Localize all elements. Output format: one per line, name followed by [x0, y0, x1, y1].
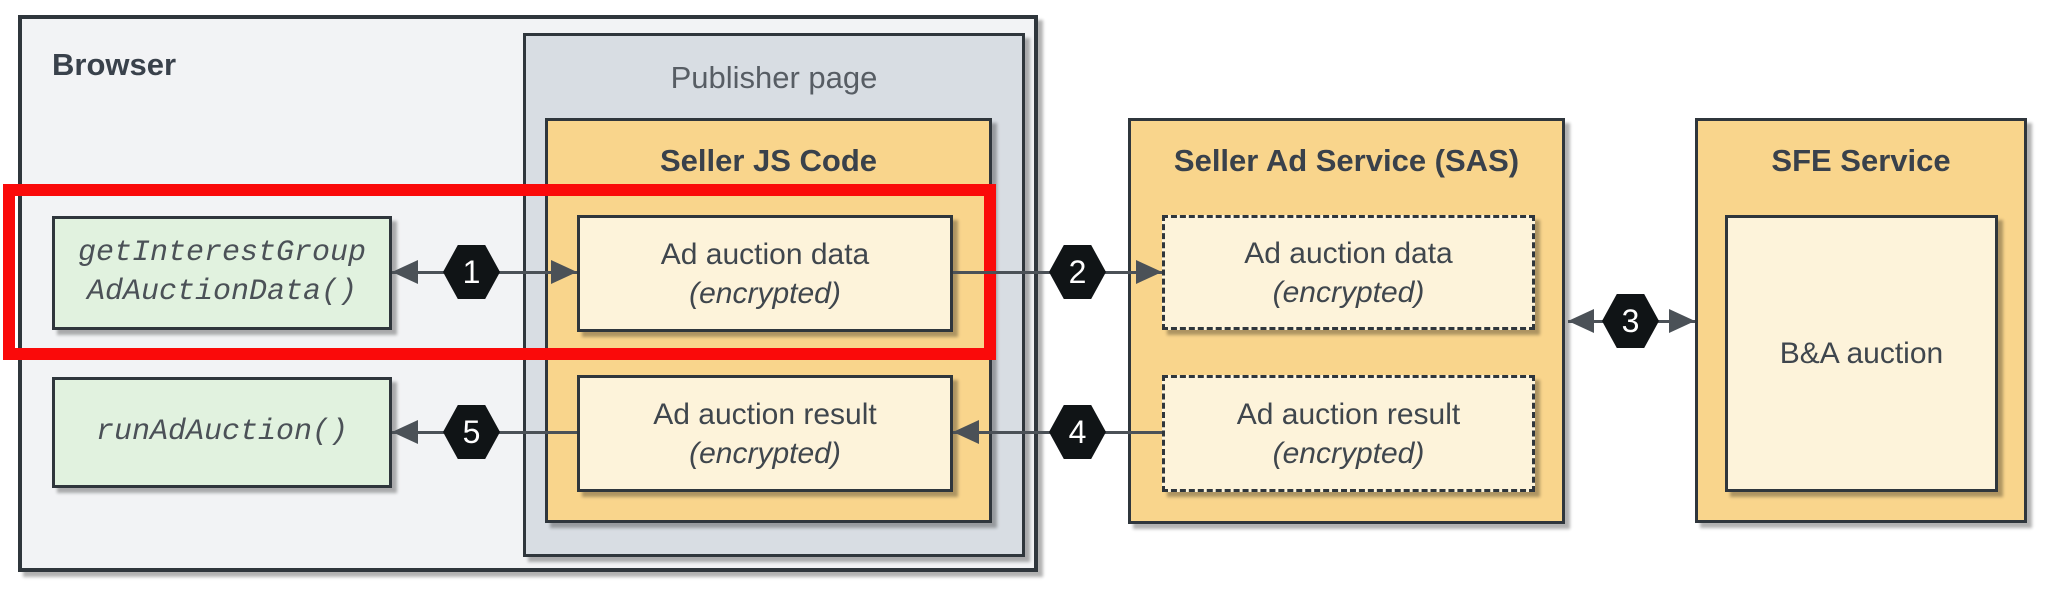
ad-auction-data-label: Ad auction data — [660, 237, 870, 271]
encrypted-label: (encrypted) — [1272, 436, 1425, 470]
seller-js-ad-auction-data-box: Ad auction data (encrypted) — [577, 215, 953, 332]
arrow-3-right-arrowhead-icon — [1669, 309, 1695, 333]
arrow-2-right-arrowhead-icon — [1136, 260, 1162, 284]
ba-auction-label: B&A auction — [1779, 337, 1944, 370]
run-ad-auction-box: runAdAuction() — [52, 377, 392, 488]
arrow-4-left-arrowhead-icon — [953, 420, 979, 444]
arrow-3-left-arrowhead-icon — [1568, 309, 1594, 333]
arrow-5-left-arrowhead-icon — [392, 420, 418, 444]
ba-auction-box: B&A auction — [1725, 215, 1998, 492]
sfe-title: SFE Service — [1771, 143, 1951, 178]
ad-auction-result-label: Ad auction result — [1236, 397, 1461, 431]
encrypted-label: (encrypted) — [689, 436, 841, 470]
publisher-page-label: Publisher page — [670, 60, 878, 95]
step-4-hexagon-badge: 4 — [1049, 405, 1106, 459]
sas-ad-auction-result-box: Ad auction result (encrypted) — [1162, 375, 1535, 492]
get-interest-group-line1: getInterestGroup — [77, 236, 367, 270]
encrypted-label: (encrypted) — [689, 276, 841, 310]
arrow-1-right-arrowhead-icon — [551, 260, 577, 284]
step-3-hexagon-badge: 3 — [1602, 294, 1659, 348]
get-interest-group-line2: AdAuctionData() — [86, 275, 358, 309]
get-interest-group-ad-auction-data-box: getInterestGroup AdAuctionData() — [52, 216, 392, 330]
step-2-hexagon-badge: 2 — [1049, 245, 1106, 299]
seller-js-title: Seller JS Code — [659, 143, 878, 178]
browser-label: Browser — [52, 47, 177, 82]
ad-auction-result-label: Ad auction result — [653, 397, 877, 431]
ad-auction-data-label: Ad auction data — [1244, 236, 1453, 270]
sas-title: Seller Ad Service (SAS) — [1173, 143, 1520, 178]
seller-js-ad-auction-result-box: Ad auction result (encrypted) — [577, 375, 953, 492]
sas-ad-auction-data-box: Ad auction data (encrypted) — [1162, 215, 1535, 330]
arrow-1-left-arrowhead-icon — [392, 260, 418, 284]
run-ad-auction-label: runAdAuction() — [95, 415, 349, 449]
encrypted-label: (encrypted) — [1272, 275, 1425, 309]
